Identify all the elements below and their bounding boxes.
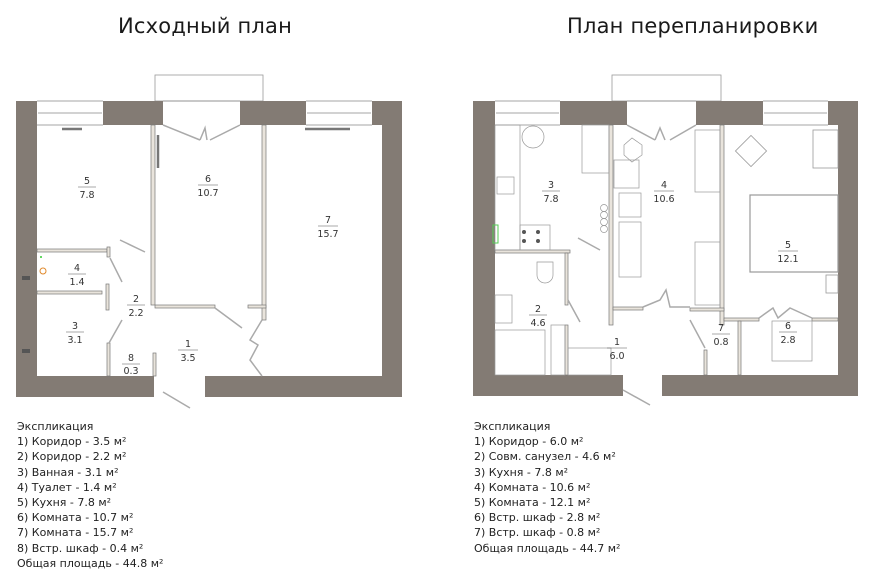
doors [108,124,263,409]
legend-item: 2) Коридор - 2.2 м² [17,450,127,464]
svg-text:3: 3 [548,180,554,191]
svg-text:4: 4 [661,180,667,191]
legend-item: 7) Комната - 15.7 м² [17,526,134,540]
svg-text:7: 7 [718,323,724,334]
svg-text:4.6: 4.6 [530,318,545,329]
windows [37,100,372,126]
svg-text:1: 1 [614,337,620,348]
legend-item: 2) Совм. санузел - 4.6 м² [474,450,616,464]
legend-item: 5) Кухня - 7.8 м² [17,496,112,510]
original-floor-plan: 5 7.8 6 10.7 7 15.7 4 1.4 2 2.2 3 3.1 1 … [16,74,402,409]
svg-text:7.8: 7.8 [79,190,94,201]
legend-item: 5) Комната - 12.1 м² [474,496,591,510]
svg-text:6: 6 [785,321,791,332]
legend-heading: Экспликация [17,420,94,433]
legend-total: Общая площадь - 44.7 м² [474,541,621,555]
room-labels: 5 7.8 6 10.7 7 15.7 4 1.4 2 2.2 3 3.1 1 … [66,174,339,377]
svg-text:10.6: 10.6 [653,194,674,205]
legend-heading: Экспликация [474,420,551,433]
svg-text:2: 2 [133,294,139,305]
svg-text:1: 1 [185,339,191,350]
bathroom-fixtures [494,261,813,376]
doors [567,124,813,406]
ventilation-icons [22,276,30,353]
legend-total: Общая площадь - 44.8 м² [17,556,164,570]
legend-item: 6) Встр. шкаф - 2.8 м² [474,511,601,525]
svg-text:4: 4 [74,263,80,274]
svg-text:3.1: 3.1 [67,335,82,346]
interior-walls [36,124,267,377]
new-floor-plan: 3 7.8 4 10.6 5 12.1 2 4.6 1 6.0 7 0.8 6 … [473,74,858,406]
svg-text:12.1: 12.1 [777,254,798,265]
svg-text:6: 6 [205,174,211,185]
svg-text:7.8: 7.8 [543,194,558,205]
svg-text:2.8: 2.8 [780,335,795,346]
svg-text:7: 7 [325,215,331,226]
stove-icon [522,230,540,243]
svg-text:6.0: 6.0 [609,351,624,362]
legend-item: 4) Туалет - 1.4 м² [17,480,117,494]
room-labels: 3 7.8 4 10.6 5 12.1 2 4.6 1 6.0 7 0.8 6 … [529,180,799,362]
legend-item: 7) Встр. шкаф - 0.8 м² [474,526,601,540]
balcony-outline [611,74,722,102]
balcony-outline [154,74,264,102]
svg-text:1.4: 1.4 [69,277,84,288]
radiators [62,127,350,168]
svg-text:10.7: 10.7 [197,188,218,199]
svg-text:2.2: 2.2 [128,308,143,319]
new-plan-legend: Экспликация 1) Коридор - 6.0 м² 2) Совм.… [474,419,620,556]
legend-item: 3) Кухня - 7.8 м² [474,465,569,479]
svg-text:2: 2 [535,304,541,315]
kitchen-furniture [494,124,610,251]
legend-item: 1) Коридор - 3.5 м² [17,435,127,449]
legend-item: 4) Комната - 10.6 м² [474,480,591,494]
svg-text:0.8: 0.8 [713,337,728,348]
exterior-walls [473,101,858,396]
svg-text:0.3: 0.3 [123,366,138,377]
svg-text:15.7: 15.7 [317,229,338,240]
interior-walls [494,124,839,376]
original-plan-legend: Экспликация 1) Коридор - 3.5 м² 2) Корид… [17,419,163,571]
new-plan-title: План перепланировки [567,14,819,38]
svg-text:5: 5 [84,176,90,187]
bedroom-furniture [734,129,839,294]
boiler-icon [492,224,499,244]
original-plan-title: Исходный план [118,14,293,38]
svg-text:3.5: 3.5 [180,353,195,364]
legend-item: 1) Коридор - 6.0 м² [474,435,584,449]
windows [495,100,828,126]
svg-text:8: 8 [128,353,134,364]
living-room-furniture [613,129,721,306]
svg-text:3: 3 [72,321,78,332]
legend-item: 8) Встр. шкаф - 0.4 м² [17,541,144,555]
legend-item: 3) Ванная - 3.1 м² [17,465,119,479]
svg-text:5: 5 [785,240,791,251]
exterior-walls [16,101,402,397]
toilet-icon [39,267,47,275]
legend-item: 6) Комната - 10.7 м² [17,511,134,525]
